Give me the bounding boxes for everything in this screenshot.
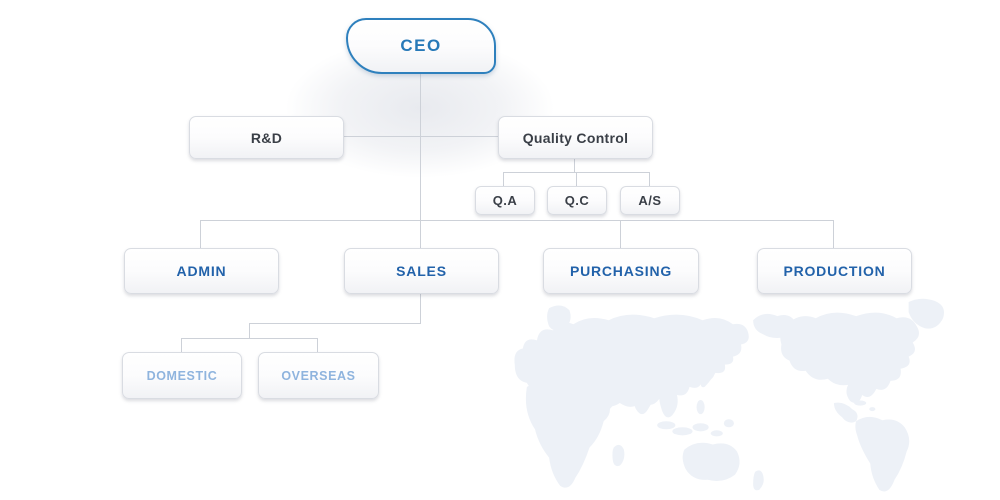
connector-line: [200, 220, 201, 248]
connector-line: [420, 220, 421, 248]
org-node-sales-label: SALES: [396, 263, 447, 279]
org-node-overseas-label: OVERSEAS: [281, 368, 356, 383]
connector-line: [620, 220, 621, 248]
org-node-as-label: A/S: [638, 193, 662, 208]
connector-line: [420, 292, 421, 323]
org-node-purchasing-label: PURCHASING: [569, 263, 673, 279]
org-node-qa-label: Q.A: [492, 193, 518, 208]
org-node-admin: ADMIN: [124, 248, 279, 294]
org-node-qc: Q.C: [547, 186, 607, 215]
connector-line: [181, 338, 318, 339]
org-node-rnd: R&D: [189, 116, 344, 159]
org-node-quality-control-label: Quality Control: [522, 129, 629, 146]
connector-line: [249, 323, 250, 338]
connector-line: [317, 338, 318, 352]
org-node-qa: Q.A: [475, 186, 535, 215]
org-node-production: PRODUCTION: [757, 248, 912, 294]
org-node-rnd-label: R&D: [250, 129, 283, 146]
connector-line: [181, 338, 182, 352]
org-node-quality-control: Quality Control: [498, 116, 653, 159]
org-node-qc-label: Q.C: [564, 193, 590, 208]
org-node-as: A/S: [620, 186, 680, 215]
org-node-domestic-label: DOMESTIC: [146, 368, 218, 383]
org-node-purchasing: PURCHASING: [543, 248, 699, 294]
connector-line: [833, 220, 834, 248]
org-node-overseas: OVERSEAS: [258, 352, 379, 399]
org-node-ceo-label: CEO: [400, 36, 442, 55]
connector-line: [420, 70, 421, 220]
connector-line: [249, 323, 421, 324]
org-node-production-label: PRODUCTION: [783, 263, 886, 279]
org-node-sales: SALES: [344, 248, 499, 294]
org-node-admin-label: ADMIN: [176, 263, 227, 279]
org-node-domestic: DOMESTIC: [122, 352, 242, 399]
connector-line: [574, 157, 575, 172]
world-map-icon: [514, 298, 945, 492]
org-node-ceo: CEO: [346, 18, 496, 74]
connector-line: [200, 220, 834, 221]
connector-line: [342, 136, 498, 137]
connector-line: [576, 172, 577, 186]
connector-line: [503, 172, 504, 186]
connector-line: [649, 172, 650, 186]
